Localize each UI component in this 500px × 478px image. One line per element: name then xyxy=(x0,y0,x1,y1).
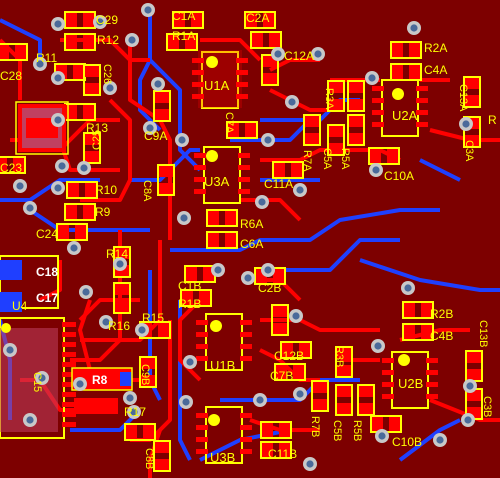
label-c13a: C13A xyxy=(457,84,469,112)
label-r1a: R1A xyxy=(172,29,195,43)
label-c23: C23 xyxy=(0,161,22,175)
label-c4b: C4B xyxy=(430,329,453,343)
label-r3a: R3A xyxy=(323,88,335,110)
label-c5a: C5A xyxy=(321,148,333,170)
label-r2b: R2B xyxy=(430,307,453,321)
label-c7a: C7A xyxy=(223,112,235,134)
label-c2a: C2A xyxy=(246,11,269,25)
label-r16: R16 xyxy=(108,319,130,333)
silkscreen-labels: C29 R12 C28 R11 C26 R13 C25 C23 R10 R9 C… xyxy=(0,9,497,469)
label-c12a: C12A xyxy=(284,49,314,63)
label-r6a: R6A xyxy=(240,217,263,231)
label-c13b: C13B xyxy=(477,320,489,348)
label-c9b: C9B xyxy=(139,364,151,385)
label-r14: R14 xyxy=(106,247,128,261)
label-c3a: C3A xyxy=(463,140,475,162)
u1b-u3b-block xyxy=(180,265,312,464)
label-r15: R15 xyxy=(142,311,164,325)
label-r13: R13 xyxy=(86,121,108,135)
label-c7b: C7B xyxy=(270,369,293,383)
label-u4: U4 xyxy=(12,299,28,313)
label-c1b: C1B xyxy=(178,279,201,293)
label-c2b: C2B xyxy=(258,281,281,295)
label-c8a: C8A xyxy=(141,180,153,202)
label-r5a: R5A xyxy=(339,148,351,170)
label-r4a: R xyxy=(488,113,497,127)
label-c10b: C10B xyxy=(392,435,422,449)
label-c10a: C10A xyxy=(384,169,414,183)
label-r5b: R5B xyxy=(351,420,363,441)
label-c24: C24 xyxy=(36,227,58,241)
label-u3a: U3A xyxy=(204,174,230,189)
label-r10: R10 xyxy=(95,183,117,197)
label-c4a: C4A xyxy=(424,63,447,77)
label-u3b: U3B xyxy=(210,450,235,465)
label-u2a: U2A xyxy=(392,108,418,123)
label-c26: C26 xyxy=(101,64,113,84)
label-u1b: U1B xyxy=(210,358,235,373)
label-r1b: R1B xyxy=(178,297,201,311)
label-c25: C25 xyxy=(91,130,103,150)
label-c8b: C8B xyxy=(143,448,155,469)
label-c3b: C3B xyxy=(481,396,493,417)
label-r2a: R2A xyxy=(424,41,447,55)
label-r12: R12 xyxy=(97,33,119,47)
label-c17: C17 xyxy=(36,291,58,305)
label-r8: R8 xyxy=(92,373,108,387)
label-c11a: C11A xyxy=(264,177,293,191)
label-r7a: R7A xyxy=(301,150,313,172)
label-r3b: R3B xyxy=(333,346,345,367)
label-r11: R11 xyxy=(36,51,57,65)
label-c29: C29 xyxy=(96,13,118,27)
label-c12b: C12B xyxy=(274,349,304,363)
label-c11b: C11B xyxy=(268,447,297,461)
label-u2b: U2B xyxy=(398,376,423,391)
label-r7b: R7B xyxy=(309,416,321,437)
u1a-u3a-block xyxy=(153,11,304,249)
label-r17: R17 xyxy=(124,405,146,419)
label-c1a: C1A xyxy=(172,9,195,23)
label-u1a: U1A xyxy=(204,78,230,93)
label-c9a: C9A xyxy=(144,129,167,143)
label-r9: R9 xyxy=(95,205,111,219)
label-c15: C15 xyxy=(31,372,43,392)
ic-pin1-markers xyxy=(1,56,410,426)
label-c5b: C5B xyxy=(331,420,343,441)
label-c28: C28 xyxy=(0,69,22,83)
label-c6a: C6A xyxy=(240,237,263,251)
label-c18: C18 xyxy=(36,265,58,279)
